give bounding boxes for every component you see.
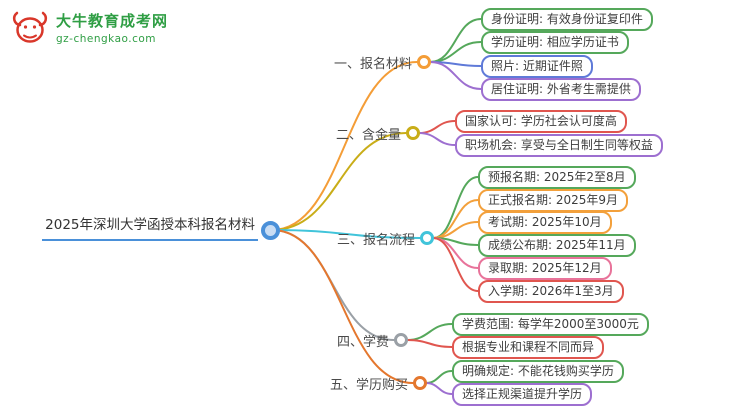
logo-subtitle: gz-chengkao.com [56, 32, 157, 45]
branch-node: 一、报名材料 [334, 51, 431, 73]
leaf-node: 预报名期: 2025年2至8月 [478, 166, 636, 189]
leaf-node: 明确规定: 不能花钱购买学历 [452, 360, 624, 383]
logo-text: 大牛教育成考网 gz-chengkao.com [56, 10, 168, 45]
branch-node: 二、含金量 [336, 122, 420, 144]
leaf-node: 成绩公布期: 2025年11月 [478, 234, 636, 257]
leaf-node: 正式报名期: 2025年9月 [478, 189, 629, 212]
root-node-label: 2025年深圳大学函授本科报名材料 [42, 213, 258, 241]
branch-label: 二、含金量 [335, 127, 401, 143]
branch-label: 三、报名流程 [336, 232, 415, 248]
branch-node-dot [394, 333, 408, 347]
branch-node-dot [406, 126, 420, 140]
leaf-node: 学费范围: 每学年2000至3000元 [452, 313, 649, 336]
leaf-node: 照片: 近期证件照 [481, 55, 593, 78]
leaf-node: 身份证明: 有效身份证复印件 [481, 8, 653, 31]
branch-node-dot [420, 231, 434, 245]
branch-label: 五、学历购买 [329, 377, 408, 393]
branch-label: 一、报名材料 [333, 56, 412, 72]
site-logo[interactable]: 大牛教育成考网 gz-chengkao.com [10, 8, 168, 46]
leaf-node: 职场机会: 享受与全日制生同等权益 [455, 134, 663, 157]
branch-node-dot [413, 376, 427, 390]
leaf-node: 录取期: 2025年12月 [478, 257, 612, 280]
leaf-node: 学历证明: 相应学历证书 [481, 31, 629, 54]
root-node-dot [261, 221, 280, 240]
branch-node: 三、报名流程 [337, 227, 434, 249]
branch-node: 五、学历购买 [330, 372, 427, 394]
leaf-node: 考试期: 2025年10月 [478, 211, 612, 234]
leaf-node: 入学期: 2026年1至3月 [478, 280, 624, 303]
bull-logo-icon [10, 8, 50, 46]
branch-node-dot [417, 55, 431, 69]
branch-label: 四、学费 [336, 334, 389, 350]
branch-node: 四、学费 [337, 329, 408, 351]
logo-title: 大牛教育成考网 [56, 11, 169, 30]
leaf-node: 国家认可: 学历社会认可度高 [455, 110, 627, 133]
leaf-node: 根据专业和课程不同而异 [452, 336, 605, 359]
leaf-node: 选择正规渠道提升学历 [452, 383, 593, 406]
leaf-node: 居住证明: 外省考生需提供 [481, 78, 641, 101]
